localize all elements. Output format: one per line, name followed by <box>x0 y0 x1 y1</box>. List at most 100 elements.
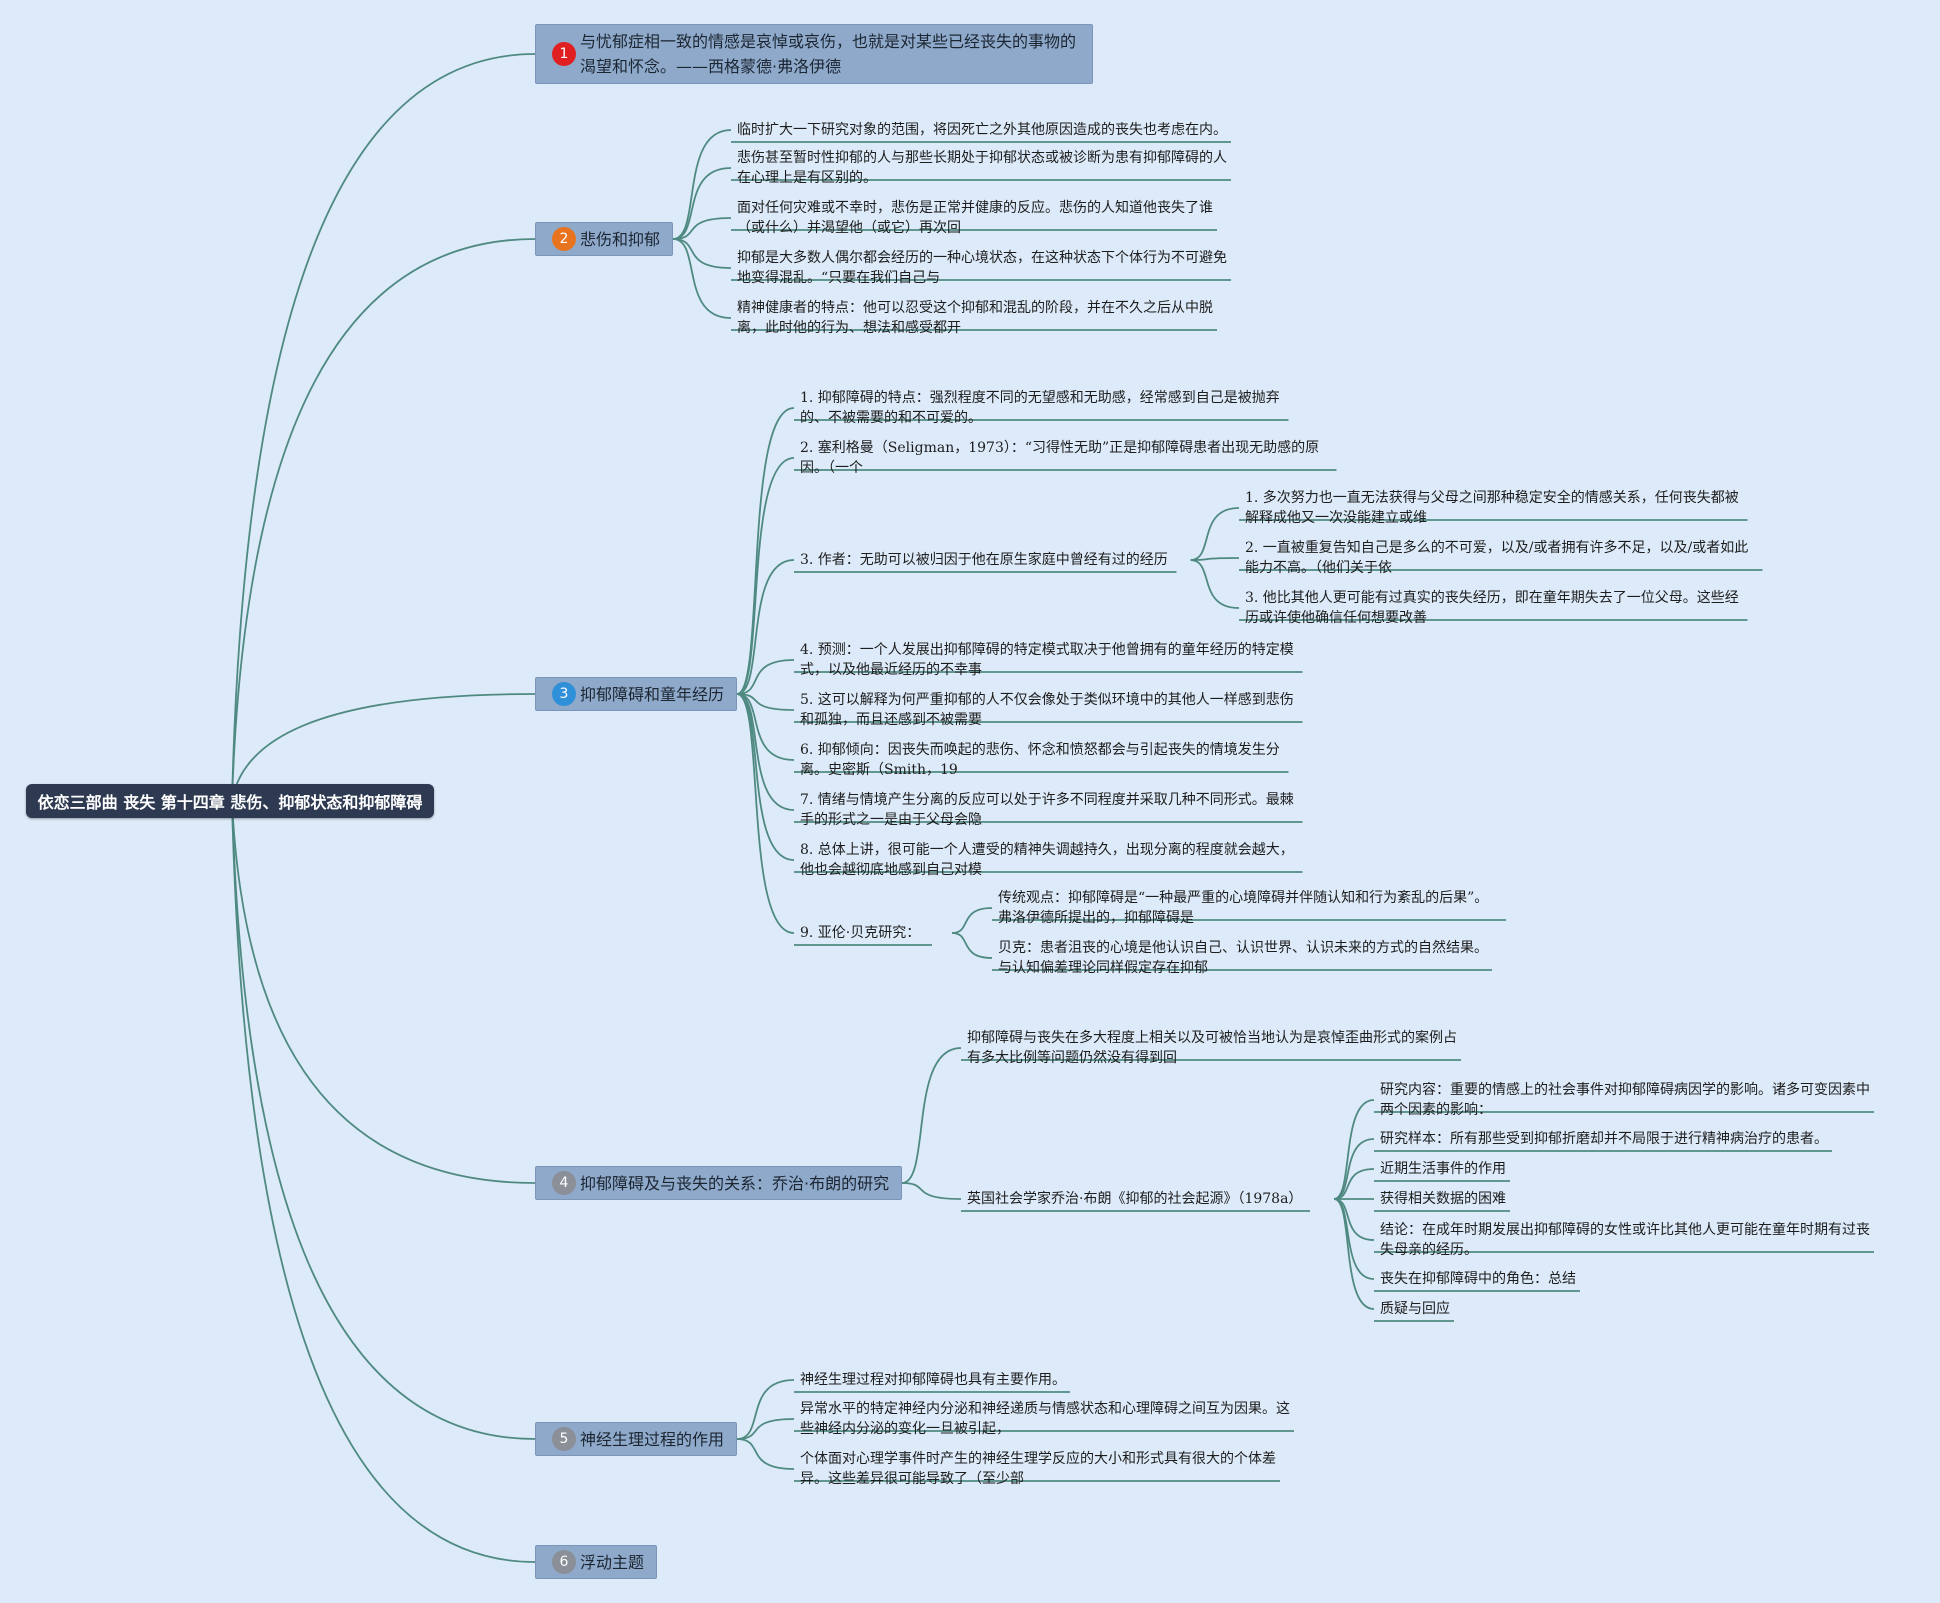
subtopic-line: 丧失在抑郁障碍中的角色：总结 <box>1380 1271 1576 1287</box>
topic-number-badge: 4 <box>552 1171 576 1195</box>
topic3-item-link-9 <box>736 693 795 934</box>
topic-number-badge: 3 <box>552 682 576 706</box>
topic3-item-1[interactable]: 1. 抑郁障碍的特点：强烈程度不同的无望感和无助感，经常感到自己是被抛弃的、不被… <box>800 388 1280 428</box>
subtopic-line: 获得相关数据的困难 <box>1380 1191 1506 1207</box>
topic3-item3-sub-link-2 <box>1190 557 1240 561</box>
root-link-6 <box>231 800 536 1563</box>
topic2-item-link-1 <box>672 129 732 240</box>
topic-title-line: 悲伤和抑郁 <box>580 229 661 249</box>
topic3-item3-sub-1[interactable]: 1. 多次努力也一直无法获得与父母之间那种稳定安全的情感关系，任何丧失都被解释成… <box>1245 488 1739 528</box>
topic4-brown-sub-link-1 <box>1333 1099 1375 1200</box>
topic3-item-link-8 <box>736 693 795 861</box>
topic4-brown-sub-3[interactable]: 近期生活事件的作用 <box>1380 1159 1506 1179</box>
subtopic-line: 2. 塞利格曼（Seligman，1973）：“习得性无助”正是抑郁障碍患者出现… <box>800 440 1320 456</box>
topic2-item-4[interactable]: 抑郁是大多数人偶尔都会经历的一种心境状态，在这种状态下个体行为不可避免地变得混乱… <box>737 248 1227 288</box>
root-topic[interactable]: 依恋三部曲 丧失 第十四章 悲伤、抑郁状态和抑郁障碍 <box>26 784 434 818</box>
topic3-item-7[interactable]: 7. 情绪与情境产生分离的反应可以处于许多不同程度并采取几种不同形式。最棘手的形… <box>800 790 1294 830</box>
topic4-item-link-1 <box>901 1047 962 1184</box>
subtopic-line: 2. 一直被重复告知自己是多么的不可爱，以及/或者拥有许多不足，以及/或者如此 <box>1245 540 1749 556</box>
topic2-item-2[interactable]: 悲伤甚至暂时性抑郁的人与那些长期处于抑郁状态或被诊断为患有抑郁障碍的人在心理上是… <box>737 148 1227 188</box>
topic2-item-1[interactable]: 临时扩大一下研究对象的范围，将因死亡之外其他原因造成的丧失也考虑在内。 <box>737 120 1227 140</box>
topic3-item3-sub-link-3 <box>1190 559 1240 609</box>
topic4-brown-sub-1[interactable]: 研究内容：重要的情感上的社会事件对抑郁障碍病因学的影响。诸多可变因素中两个因素的… <box>1380 1080 1870 1120</box>
topic4-brown-sub-4[interactable]: 获得相关数据的困难 <box>1380 1189 1506 1209</box>
topic4-brown-sub-7[interactable]: 质疑与回应 <box>1380 1299 1450 1319</box>
subtopic-line: 有多大比例等问题仍然没有得到回 <box>967 1050 1177 1066</box>
topic3-item3-sub-2[interactable]: 2. 一直被重复告知自己是多么的不可爱，以及/或者拥有许多不足，以及/或者如此能… <box>1245 538 1748 578</box>
topic3-item-9[interactable]: 9. 亚伦·贝克研究： <box>800 923 920 943</box>
topic3-item-3[interactable]: 3. 作者：无助可以被归因于他在原生家庭中曾经有过的经历 <box>800 550 1168 570</box>
topic-number-badge: 5 <box>552 1427 576 1451</box>
topic-number-badge: 2 <box>552 227 576 251</box>
subtopic-line: 传统观点：抑郁障碍是“一种最严重的心境障碍并伴随认知和行为紊乱的后果”。 <box>998 890 1489 906</box>
topic-title-line: 与忧郁症相一致的情感是哀悼或哀伤，也就是对某些已经丧失的事物的 <box>580 32 1077 51</box>
subtopic-line: 英国社会学家乔治·布朗《抑郁的社会起源》（1978a） <box>967 1191 1303 1207</box>
topic4-brown-sub-5[interactable]: 结论：在成年时期发展出抑郁障碍的女性或许比其他人更可能在童年时期有过丧失母亲的经… <box>1380 1220 1870 1260</box>
topic5-item-link-1 <box>736 1379 795 1440</box>
subtopic-line: 1. 多次努力也一直无法获得与父母之间那种稳定安全的情感关系，任何丧失都被 <box>1245 490 1739 506</box>
subtopic-line: 研究样本：所有那些受到抑郁折磨却并不局限于进行精神病治疗的患者。 <box>1380 1131 1828 1147</box>
subtopic-line: （或什么）并渴望他（或它）再次回 <box>737 220 961 236</box>
topic3-item-link-4 <box>736 659 795 695</box>
topic4-brown-sub-link-7 <box>1333 1198 1375 1310</box>
topic3-item-8[interactable]: 8. 总体上讲，很可能一个人遭受的精神失调越持久，出现分离的程度就会越大，他也会… <box>800 840 1294 880</box>
topic4-brown-sub-2[interactable]: 研究样本：所有那些受到抑郁折磨却并不局限于进行精神病治疗的患者。 <box>1380 1129 1828 1149</box>
topic-title-line: 神经生理过程的作用 <box>580 1429 725 1449</box>
topic5-item-3[interactable]: 个体面对心理学事件时产生的神经生理学反应的大小和形式具有很大的个体差异。这些差异… <box>800 1449 1276 1489</box>
topic3-item3-sub-3[interactable]: 3. 他比其他人更可能有过真实的丧失经历，即在童年期失去了一位父母。这些经历或许… <box>1245 588 1739 628</box>
subtopic-line: 与认知偏差理论同样假定存在抑郁 <box>998 960 1208 976</box>
topic4-brown-sub-6[interactable]: 丧失在抑郁障碍中的角色：总结 <box>1380 1269 1576 1289</box>
topic4-brown-sub-link-2 <box>1333 1138 1375 1200</box>
subtopic-line: 历或许使他确信任何想要改善 <box>1245 610 1427 626</box>
topic2-item-3[interactable]: 面对任何灾难或不幸时，悲伤是正常并健康的反应。悲伤的人知道他丧失了谁（或什么）并… <box>737 198 1213 238</box>
topic5-item-link-3 <box>736 1438 795 1470</box>
topic4-item-link-2 <box>901 1182 962 1200</box>
subtopic-line: 能力不高。（他们关于依 <box>1245 560 1392 576</box>
topic3-item-link-5 <box>736 693 795 711</box>
subtopic-line: 两个因素的影响： <box>1380 1102 1492 1118</box>
topic5-item-2[interactable]: 异常水平的特定神经内分泌和神经递质与情感状态和心理障碍之间互为因果。这些神经内分… <box>800 1399 1290 1439</box>
subtopic-line: 9. 亚伦·贝克研究： <box>800 925 921 941</box>
subtopic-line: 3. 他比其他人更可能有过真实的丧失经历，即在童年期失去了一位父母。这些经 <box>1245 590 1739 606</box>
topic3-item-5[interactable]: 5. 这可以解释为何严重抑郁的人不仅会像处于类似环境中的其他人一样感到悲伤和孤独… <box>800 690 1294 730</box>
subtopic-line: 6. 抑郁倾向：因丧失而唤起的悲伤、怀念和愤怒都会与引起丧失的情境发生分 <box>800 742 1280 758</box>
topic3-item-6[interactable]: 6. 抑郁倾向：因丧失而唤起的悲伤、怀念和愤怒都会与引起丧失的情境发生分离。史密… <box>800 740 1280 780</box>
subtopic-line: 手的形式之一是由于父母会隐 <box>800 812 982 828</box>
topic3-item-link-1 <box>736 407 795 695</box>
topic-title: 神经生理过程的作用 <box>580 1427 724 1452</box>
subtopic-line: 结论：在成年时期发展出抑郁障碍的女性或许比其他人更可能在童年时期有过丧 <box>1380 1222 1870 1238</box>
topic-title: 抑郁障碍及与丧失的关系：乔治·布朗的研究 <box>580 1171 889 1196</box>
subtopic-line: 些神经内分泌的变化一旦被引起， <box>800 1421 1010 1437</box>
subtopic-line: 近期生活事件的作用 <box>1380 1161 1506 1177</box>
topic3-item-2[interactable]: 2. 塞利格曼（Seligman，1973）：“习得性无助”正是抑郁障碍患者出现… <box>800 438 1319 478</box>
subtopic-line: 4. 预测：一个人发展出抑郁障碍的特定模式取决于他曾拥有的童年经历的特定模 <box>800 642 1294 658</box>
topic2-item-link-5 <box>672 238 732 319</box>
topic5-item-1[interactable]: 神经生理过程对抑郁障碍也具有主要作用。 <box>800 1370 1066 1390</box>
topic4-item-1[interactable]: 抑郁障碍与丧失在多大程度上相关以及可被恰当地认为是哀悼歪曲形式的案例占有多大比例… <box>967 1028 1457 1068</box>
subtopic-line: 异。这些差异很可能导致了（至少部 <box>800 1471 1024 1487</box>
subtopic-line: 7. 情绪与情境产生分离的反应可以处于许多不同程度并采取几种不同形式。最棘 <box>800 792 1294 808</box>
topic4-item-2[interactable]: 英国社会学家乔治·布朗《抑郁的社会起源》（1978a） <box>967 1189 1302 1209</box>
topic3-item9-sub-1[interactable]: 传统观点：抑郁障碍是“一种最严重的心境障碍并伴随认知和行为紊乱的后果”。弗洛伊德… <box>998 888 1488 928</box>
topic3-item9-sub-2[interactable]: 贝克：患者沮丧的心境是他认识自己、认识世界、认识未来的方式的自然结果。与认知偏差… <box>998 938 1488 978</box>
subtopic-line: 抑郁障碍与丧失在多大程度上相关以及可被恰当地认为是哀悼歪曲形式的案例占 <box>967 1030 1457 1046</box>
root-link-3 <box>231 693 536 802</box>
root-link-1 <box>231 53 536 802</box>
subtopic-line: 贝克：患者沮丧的心境是他认识自己、认识世界、认识未来的方式的自然结果。 <box>998 940 1488 956</box>
topic3-item9-sub-link-2 <box>951 932 993 959</box>
topic3-item-4[interactable]: 4. 预测：一个人发展出抑郁障碍的特定模式取决于他曾拥有的童年经历的特定模式，以… <box>800 640 1294 680</box>
topic5-item-link-2 <box>736 1418 795 1440</box>
topic-title-line: 抑郁障碍及与丧失的关系：乔治·布朗的研究 <box>580 1173 890 1193</box>
subtopic-line: 个体面对心理学事件时产生的神经生理学反应的大小和形式具有很大的个体差 <box>800 1451 1276 1467</box>
subtopic-line: 地变得混乱。“只要在我们自己与 <box>737 270 941 286</box>
subtopic-line: 在心理上是有区别的。 <box>737 170 877 186</box>
topic2-item-5[interactable]: 精神健康者的特点：他可以忍受这个抑郁和混乱的阶段，并在不久之后从中脱离，此时他的… <box>737 298 1213 338</box>
subtopic-line: 3. 作者：无助可以被归因于他在原生家庭中曾经有过的经历 <box>800 552 1168 568</box>
